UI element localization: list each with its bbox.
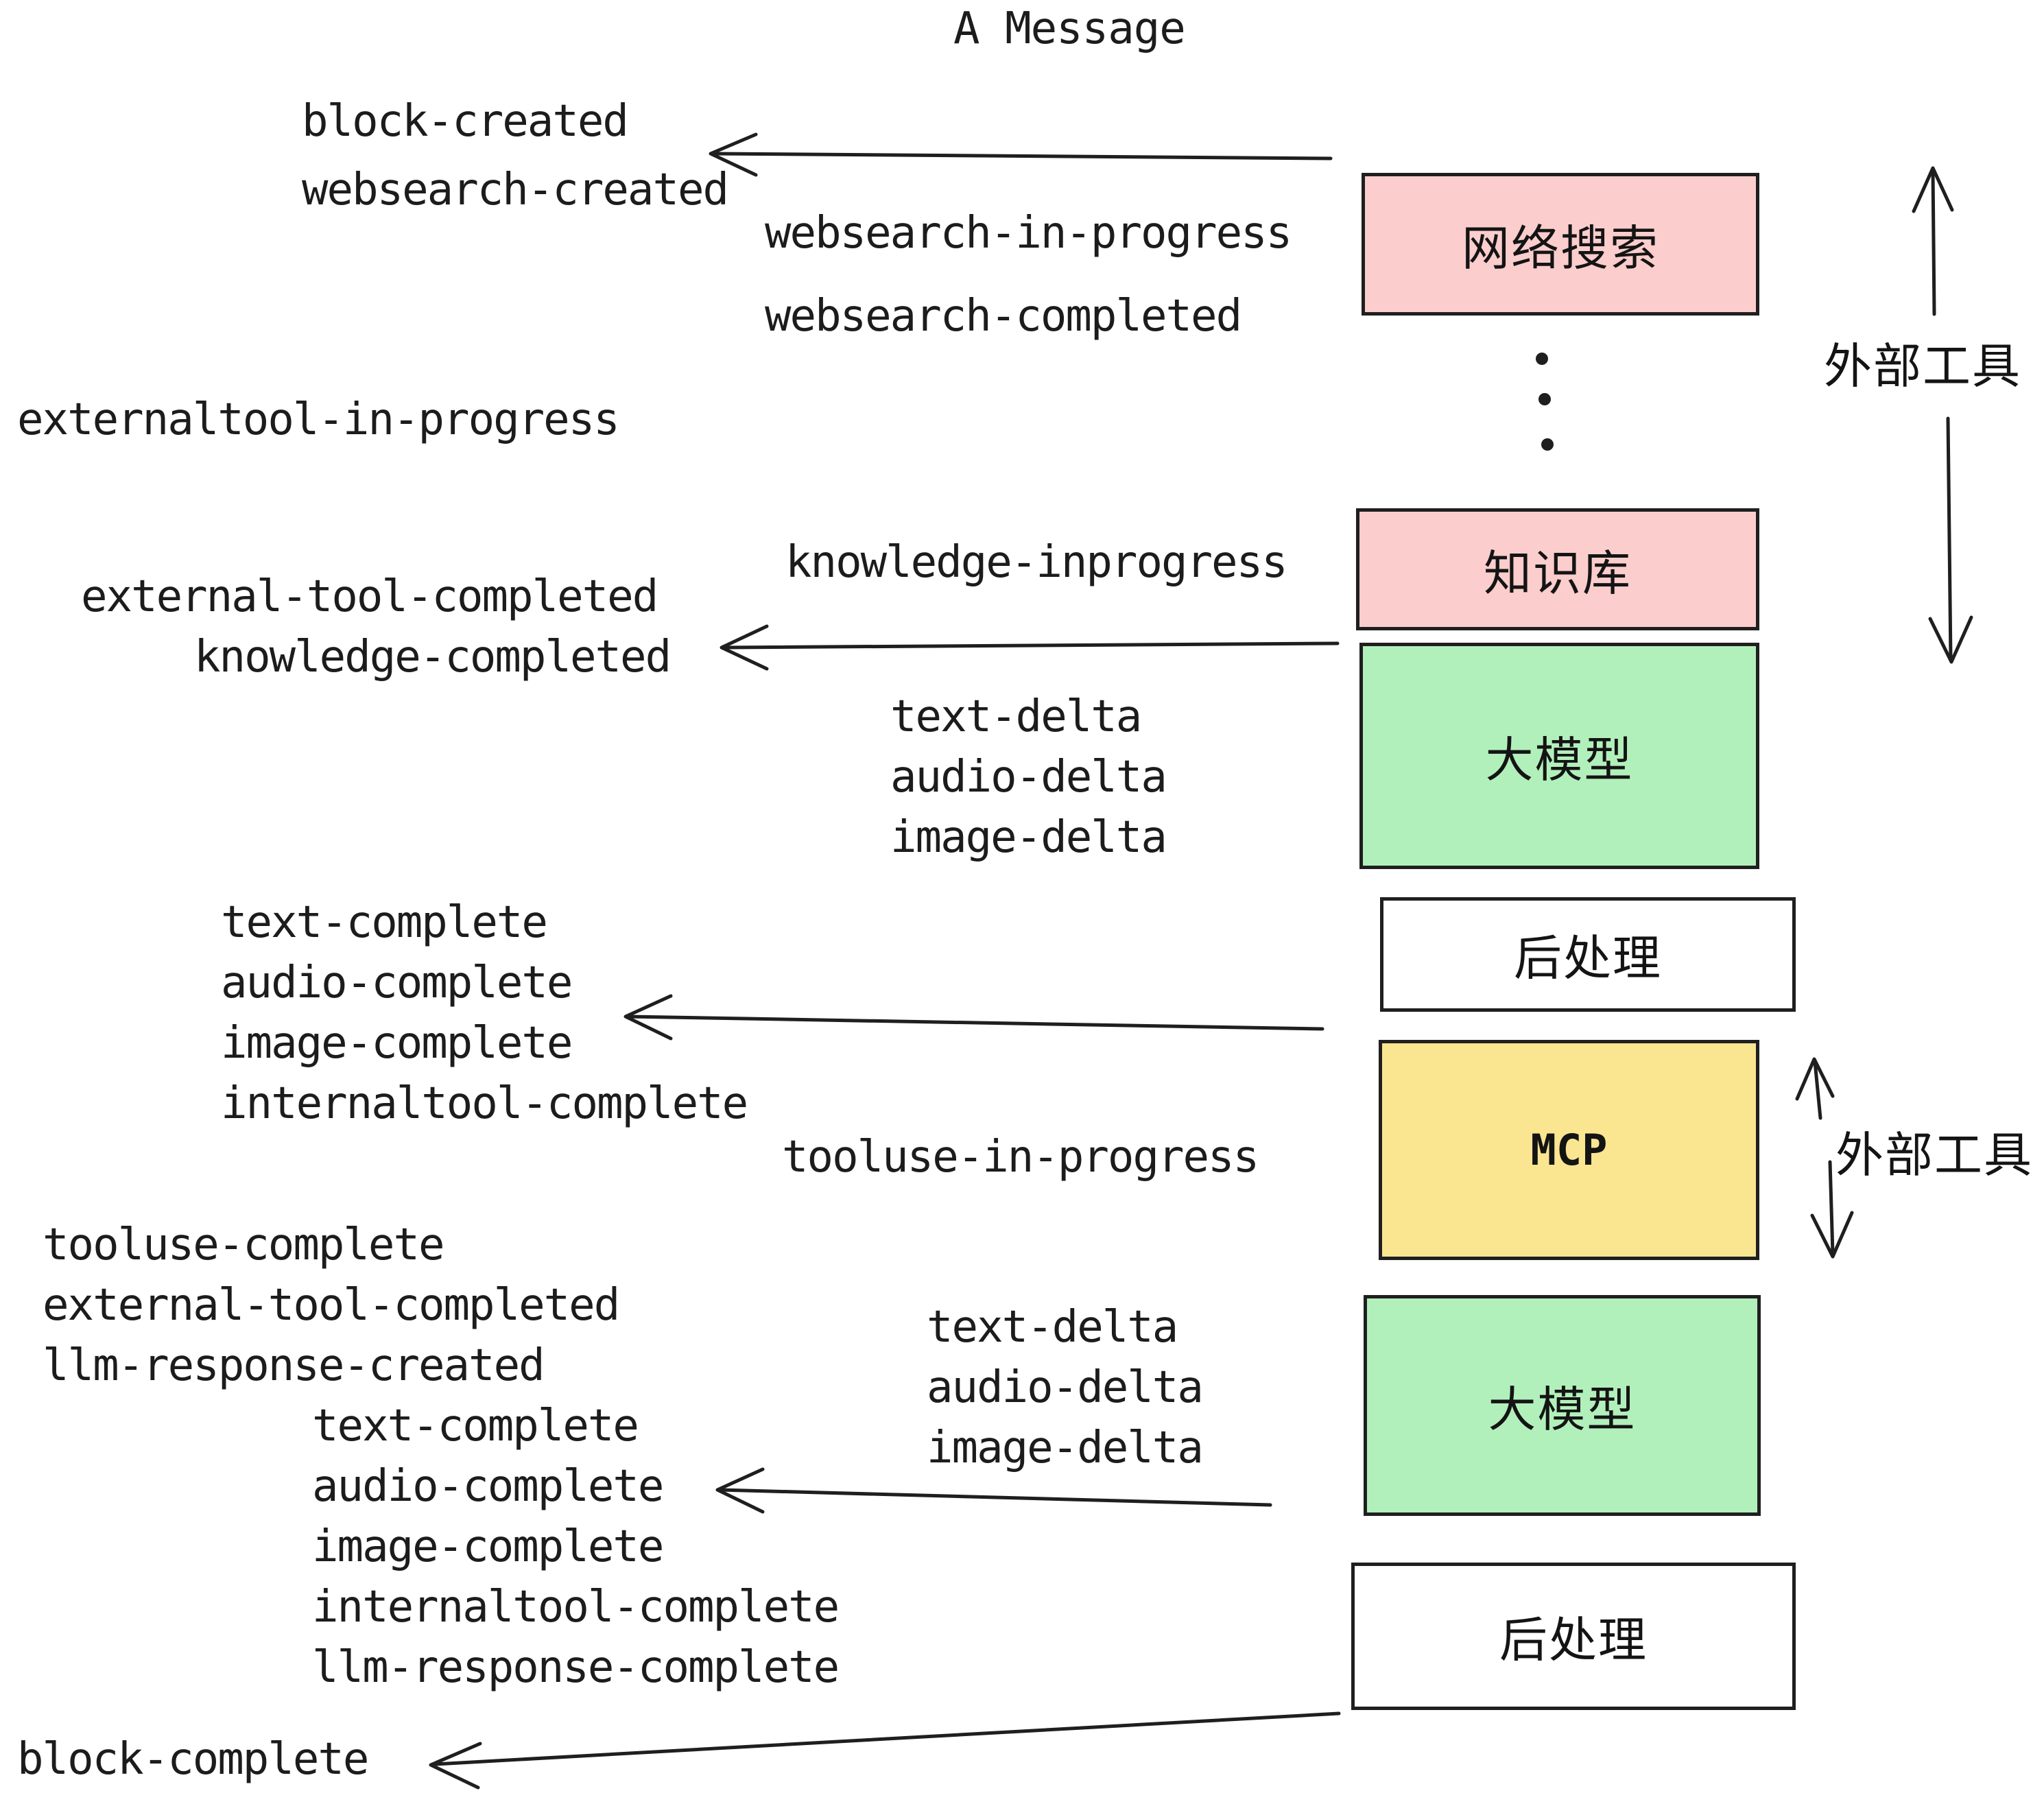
vertical-ellipsis-dots (1536, 353, 1554, 451)
double-arrow-external-tools-mcp (1795, 1057, 1854, 1259)
box-mcp-label: MCP (1530, 1125, 1608, 1175)
box-llm-bottom-label: 大模型 (1488, 1381, 1637, 1438)
box-post-top-label: 后处理 (1514, 930, 1662, 986)
event-tooluse-in-progress: tooluse-in-progress (782, 1132, 1259, 1183)
event-websearch-in-progress: websearch-in-progress (765, 208, 1292, 259)
event-block-complete: block-complete (17, 1734, 369, 1785)
event-audio-delta: audio-delta (890, 752, 1167, 803)
event-block-created: block-created (302, 96, 629, 147)
event-text-complete-2: text-complete (312, 1401, 639, 1451)
event-knowledge-inprogress: knowledge-inprogress (785, 537, 1288, 588)
event-audio-delta-2: audio-delta (927, 1362, 1204, 1413)
event-text-delta: text-delta (890, 691, 1142, 742)
side-label-external-tools-top: 外部工具 (1824, 338, 2021, 394)
diagram-title: A Message (953, 3, 1186, 54)
arrow-block-complete (429, 1711, 1341, 1790)
box-knowledge: 知识库 (1356, 508, 1759, 630)
event-llm-response-created: llm-response-created (43, 1340, 545, 1391)
arrow-knowledge-completed (720, 624, 1340, 671)
event-audio-complete: audio-complete (221, 958, 573, 1008)
event-llm-response-complete: llm-response-complete (312, 1642, 840, 1693)
event-externaltool-in-progress: externaltool-in-progress (17, 394, 620, 445)
event-tooluse-complete: tooluse-complete (43, 1220, 444, 1270)
event-external-tool-completed: external-tool-completed (81, 571, 658, 622)
event-text-delta-2: text-delta (927, 1302, 1178, 1353)
arrow-internal-complete-top (623, 994, 1324, 1041)
event-image-complete: image-complete (221, 1018, 573, 1069)
event-websearch-created: websearch-created (302, 165, 729, 215)
box-websearch-label: 网络搜索 (1462, 219, 1659, 276)
box-llm-top-label: 大模型 (1485, 731, 1634, 788)
event-external-tool-completed-2: external-tool-completed (43, 1280, 620, 1331)
arrow-block-created (709, 132, 1333, 177)
event-image-delta: image-delta (890, 812, 1167, 863)
arrow-internal-complete-bottom (715, 1467, 1272, 1514)
event-audio-complete-2: audio-complete (312, 1461, 664, 1512)
event-text-complete: text-complete (221, 897, 548, 948)
event-image-delta-2: image-delta (927, 1423, 1204, 1473)
event-image-complete-2: image-complete (312, 1521, 664, 1572)
box-post-top: 后处理 (1380, 897, 1796, 1012)
box-llm-top: 大模型 (1359, 643, 1759, 869)
event-internaltool-complete-2: internaltool-complete (312, 1582, 840, 1633)
event-websearch-completed: websearch-completed (765, 291, 1242, 342)
box-post-bottom-label: 后处理 (1499, 1612, 1648, 1668)
box-llm-bottom: 大模型 (1364, 1295, 1761, 1516)
box-websearch: 网络搜索 (1362, 173, 1759, 316)
event-internaltool-complete: internaltool-complete (221, 1078, 748, 1129)
double-arrow-external-tools-top (1912, 166, 1973, 664)
side-label-external-tools-mcp: 外部工具 (1835, 1127, 2033, 1183)
box-post-bottom: 后处理 (1351, 1563, 1796, 1710)
event-knowledge-completed: knowledge-completed (194, 632, 672, 683)
box-knowledge-label: 知识库 (1484, 545, 1632, 602)
box-mcp: MCP (1379, 1040, 1759, 1260)
